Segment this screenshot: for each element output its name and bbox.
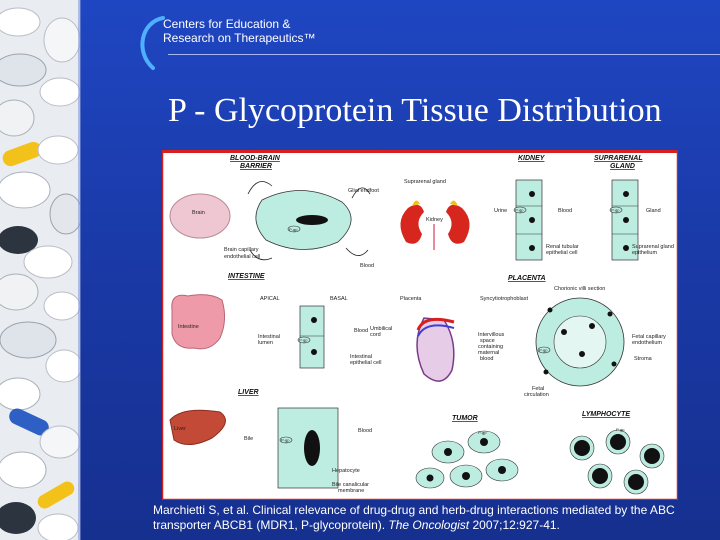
label-glial: Glial endfoot bbox=[348, 188, 379, 194]
label-blood-liver: Blood bbox=[358, 428, 372, 434]
pills-photo-strip bbox=[0, 0, 80, 540]
label-renal-1: Renal tubular bbox=[546, 244, 579, 250]
label-canal-2: membrane bbox=[338, 488, 364, 494]
org-name-line-2: Research on Therapeutics™ bbox=[163, 31, 316, 45]
label-stroma: Stroma bbox=[634, 356, 653, 362]
label-blood-intestine: Blood bbox=[354, 328, 368, 334]
label-apical: APICAL bbox=[260, 296, 280, 302]
kidney-left-shape bbox=[400, 204, 424, 244]
label-blood-kidney: Blood bbox=[558, 208, 572, 214]
label-brain: Brain bbox=[192, 210, 205, 216]
label-liver: LIVER bbox=[238, 389, 259, 396]
figure-svg: BLOOD-BRAIN BARRIER Brain P-gp Glial end… bbox=[162, 150, 678, 500]
citation-tail: 2007;12:927-41. bbox=[469, 518, 560, 532]
panel-intestine: INTESTINE APICAL BASAL Intestine P-gp In… bbox=[171, 273, 382, 369]
label-supra-2: epithelium bbox=[632, 250, 657, 256]
label-syncytio: Syncytiotrophoblast bbox=[480, 296, 528, 302]
label-pgp-liver: P-gp bbox=[281, 438, 290, 443]
label-fetal-cap-2: endothelium bbox=[632, 340, 662, 346]
adrenal-caps bbox=[412, 200, 458, 206]
label-intestine-small: Intestine bbox=[178, 324, 199, 330]
label-int-epi-1: Intestinal bbox=[350, 354, 372, 360]
label-umbilical-1: Umbilical bbox=[370, 326, 392, 332]
label-gland: Gland bbox=[646, 208, 661, 214]
label-bbb-2: BARRIER bbox=[240, 163, 272, 170]
label-suprarenal-2: GLAND bbox=[610, 163, 635, 170]
kidney-right-shape bbox=[446, 204, 470, 244]
liver-icon bbox=[169, 409, 226, 445]
label-intervillous-1: Intervillous bbox=[478, 332, 505, 338]
label-int-epi-2: epithelial cell bbox=[350, 360, 382, 366]
label-fetal-cap-1: Fetal capillary bbox=[632, 334, 666, 340]
label-kidney: KIDNEY bbox=[518, 155, 546, 162]
panel-bbb: BLOOD-BRAIN BARRIER Brain P-gp Glial end… bbox=[169, 155, 379, 269]
villus-core bbox=[553, 315, 607, 369]
label-hepatocyte: Hepatocyte bbox=[332, 468, 360, 474]
placenta-vessel-blue bbox=[417, 324, 455, 337]
placenta-vessel-red bbox=[416, 317, 455, 331]
intestine-icon bbox=[171, 294, 226, 350]
label-int-lumen-2: lumen bbox=[258, 340, 273, 346]
header-rule bbox=[168, 54, 720, 55]
label-pgp-bbb: P-gp bbox=[289, 227, 298, 232]
label-fetal-circ-1: Fetal bbox=[532, 386, 544, 392]
label-suprarenal: SUPRARENAL bbox=[594, 155, 643, 162]
label-placenta-small: Placenta bbox=[400, 296, 422, 302]
label-pgp-suprarenal: P-gp bbox=[611, 208, 620, 213]
glial-endfoot-lines bbox=[247, 181, 371, 261]
label-capillary: Brain capillary bbox=[224, 247, 259, 253]
label-endothelial: endothelial cell bbox=[224, 254, 260, 260]
label-intestine: INTESTINE bbox=[228, 273, 265, 280]
label-pgp-lymphocyte: P-gp bbox=[616, 427, 625, 432]
label-canal-1: Bile canalicular bbox=[332, 482, 369, 488]
panel-tumor: TUMOR P-gp bbox=[415, 415, 519, 489]
org-name-line-1: Centers for Education & bbox=[163, 17, 291, 31]
brain-icon bbox=[169, 193, 231, 239]
label-fetal-circ-2: circulation bbox=[524, 392, 549, 398]
org-name: Centers for Education & Research on Ther… bbox=[163, 17, 316, 45]
label-pgp-intestine: P-gp bbox=[299, 338, 308, 343]
panel-lymphocyte: LYMPHOCYTE P-gp bbox=[569, 411, 665, 495]
label-liver-small: Liver bbox=[174, 426, 186, 432]
vertical-divider bbox=[78, 0, 81, 540]
label-pgp-kidney: P-gp bbox=[515, 208, 524, 213]
endothelial-nucleus bbox=[296, 215, 328, 225]
label-umbilical-2: cord bbox=[370, 332, 381, 338]
label-placenta: PLACENTA bbox=[508, 275, 546, 282]
label-intervillous-2: space bbox=[480, 338, 495, 344]
label-pgp-tumor: P-gp bbox=[478, 430, 487, 435]
label-tumor: TUMOR bbox=[452, 415, 478, 422]
logo-arc-icon bbox=[140, 16, 165, 70]
label-chorionic: Chorionic villi section bbox=[554, 286, 605, 292]
placenta-shape bbox=[416, 317, 455, 382]
citation: Marchietti S, et al. Clinical relevance … bbox=[153, 503, 698, 533]
label-lymphocyte: LYMPHOCYTE bbox=[582, 411, 630, 418]
label-pgp-placenta: P-gp bbox=[539, 348, 548, 353]
label-bile: Bile bbox=[244, 436, 253, 442]
label-basal: BASAL bbox=[330, 296, 348, 302]
label-urine: Urine bbox=[494, 208, 507, 214]
label-intervillous-3: containing bbox=[478, 344, 503, 350]
panel-placenta: PLACENTA Placenta Umbilical cord Syncyti… bbox=[370, 275, 666, 398]
label-bbb: BLOOD-BRAIN bbox=[230, 155, 281, 162]
panel-kidney: KIDNEY SUPRARENAL GLAND Suprarenal gland… bbox=[400, 155, 674, 261]
pgp-pump-bbb bbox=[287, 225, 301, 233]
label-renal-2: epithelial cell bbox=[546, 250, 578, 256]
citation-journal: The Oncologist bbox=[388, 518, 470, 532]
tissue-distribution-figure: BLOOD-BRAIN BARRIER Brain P-gp Glial end… bbox=[162, 150, 678, 500]
slide-title: P - Glycoprotein Tissue Distribution bbox=[168, 92, 662, 129]
citation-text: Marchietti S, et al. Clinical relevance … bbox=[153, 503, 675, 532]
label-intervillous-4: maternal bbox=[478, 350, 499, 356]
label-supra-1: Suprarenal gland bbox=[632, 244, 674, 250]
label-intervillous-5: blood bbox=[480, 356, 493, 362]
hepatocyte-nucleus bbox=[304, 430, 320, 466]
pill-shapes bbox=[0, 7, 80, 540]
label-suprarenal-gland: Suprarenal gland bbox=[404, 179, 446, 185]
label-blood-bbb: Blood bbox=[360, 263, 374, 269]
label-int-lumen-1: Intestinal bbox=[258, 334, 280, 340]
label-kidney-small: Kidney bbox=[426, 217, 443, 223]
panel-liver: LIVER Liver P-gp Bile Blood Hepatocyte B… bbox=[169, 389, 372, 494]
